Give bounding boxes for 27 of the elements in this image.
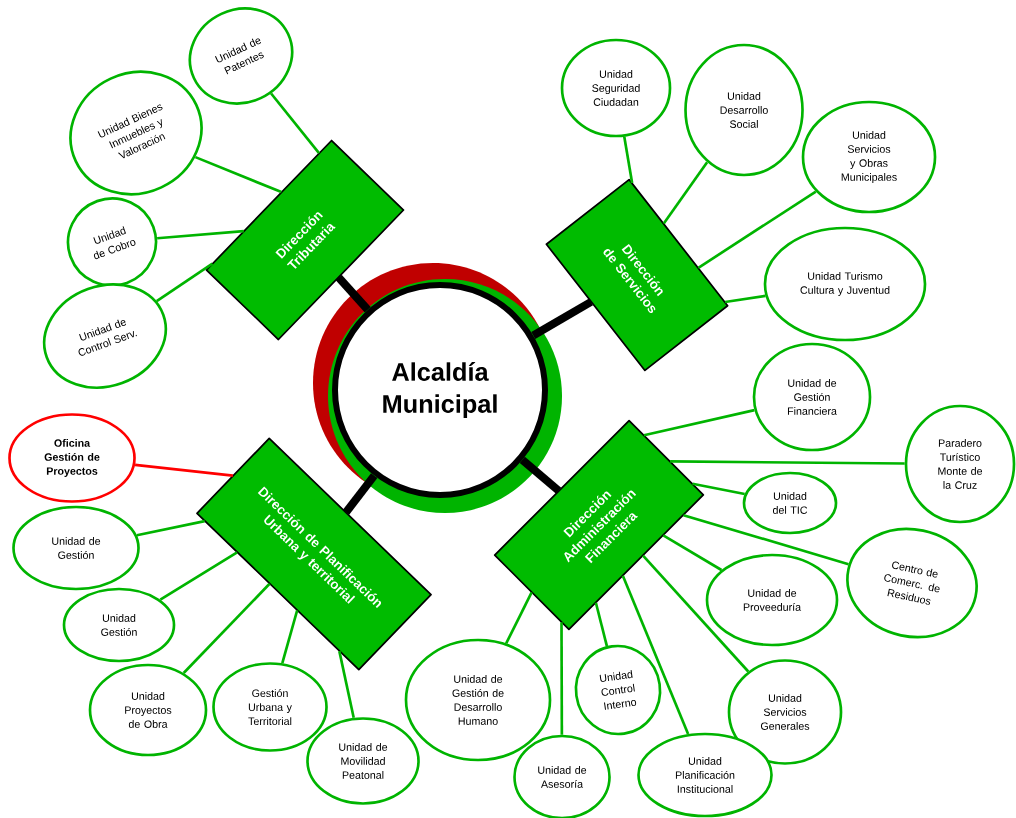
connector-line (621, 575, 690, 735)
connector-line (662, 161, 709, 225)
connector-bar (335, 274, 371, 313)
connector-line (505, 591, 533, 644)
connector-line (134, 463, 234, 477)
connector-line (194, 155, 282, 194)
connector-line (662, 534, 723, 572)
connector-bar (342, 473, 378, 515)
connector-line (724, 294, 766, 304)
connector-line (594, 602, 609, 647)
connector-line (281, 610, 299, 664)
connector-line (670, 460, 905, 465)
connector-line (182, 582, 271, 674)
connector-line (338, 650, 355, 719)
connector-line (157, 229, 244, 240)
connector-line (622, 136, 634, 184)
connector-line (136, 519, 205, 537)
connector-line (159, 551, 238, 601)
connector-line (270, 92, 321, 154)
connector-line (683, 513, 849, 566)
connector-line (697, 190, 817, 269)
connector-bar (531, 298, 594, 340)
connector-line (155, 262, 214, 303)
connector-line (692, 482, 745, 496)
connector-line (643, 408, 755, 437)
connector-line (642, 554, 750, 673)
connector-line (560, 622, 564, 735)
